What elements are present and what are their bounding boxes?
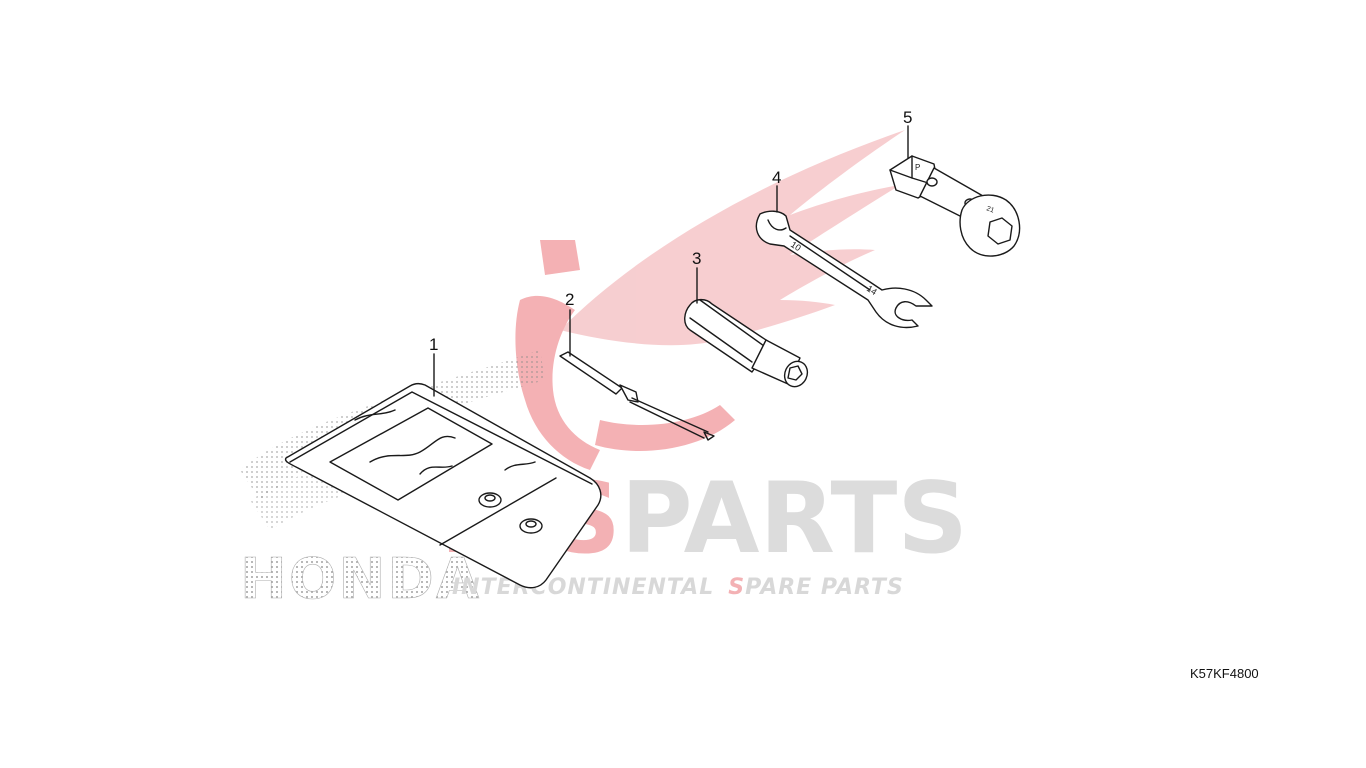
wrench-marking-small: 10 [789, 239, 803, 253]
watermark-tagline-prefix: INTERCONTINENTAL [452, 575, 714, 600]
callout-1: 1 [429, 335, 438, 397]
callout-number: 5 [903, 108, 912, 127]
box-wrench-marking-side: 21 [985, 205, 995, 214]
part-screwdriver-handle [684, 298, 809, 388]
callout-number: 1 [429, 335, 438, 354]
callout-number: 3 [692, 249, 701, 268]
part-open-end-wrench: 10 14 [755, 210, 933, 329]
callout-number: 2 [565, 290, 574, 309]
callout-2: 2 [565, 290, 574, 357]
wrench-marking-large: 14 [865, 283, 879, 297]
watermark-honda-text: HONDA [240, 547, 481, 612]
callout-4: 4 [772, 168, 781, 213]
box-wrench-marking-top: P [915, 163, 920, 172]
callout-5: 5 [903, 108, 912, 159]
part-tool-bag [284, 382, 602, 589]
watermark-wing-logo [515, 130, 905, 470]
watermark-tagline-initial: S [728, 575, 745, 600]
part-spark-plug-box-wrench: P 21 [889, 155, 1021, 257]
watermark-brand-suffix: PARTS [621, 462, 968, 576]
callout-number: 4 [772, 168, 781, 187]
watermark-tagline-rest: PARE PARTS [745, 575, 904, 600]
diagram-code: K57KF4800 [1190, 666, 1259, 681]
callout-3: 3 [692, 249, 701, 304]
part-screwdriver-blade [559, 351, 715, 441]
